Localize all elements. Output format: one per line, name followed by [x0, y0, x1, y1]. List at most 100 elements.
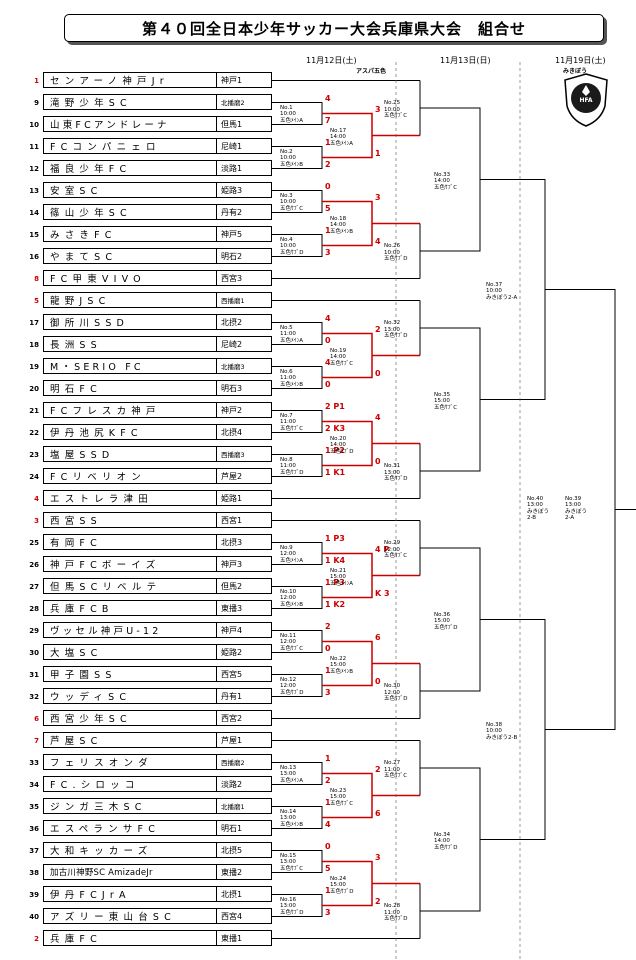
team-district: 北摂4 — [216, 425, 271, 439]
team-district: 西播磨2 — [216, 755, 271, 769]
team-name: 篠山少年SC — [50, 208, 132, 219]
team-name: M・SERIO FC — [50, 362, 144, 373]
score-label: 3 — [325, 907, 331, 917]
team-name: エスペランサFC — [50, 824, 161, 835]
team-seed: 2 — [34, 934, 39, 943]
match-r1-no: No.15 — [280, 852, 297, 859]
team-district: 東播1 — [216, 931, 271, 945]
match-sf-court: 2-A — [565, 515, 575, 521]
score-label: 6 — [375, 632, 381, 642]
team-name: 兵庫FC — [50, 934, 102, 945]
team-name: 芦屋SC — [50, 736, 103, 747]
score-label: 0 — [325, 181, 331, 191]
score-label: 1 — [325, 797, 331, 807]
team-district: 但馬2 — [216, 579, 271, 593]
team-district: 西宮1 — [216, 513, 271, 527]
match-r2-no: No.23 — [330, 787, 347, 794]
score-label: 1 P3 — [325, 577, 345, 587]
score-label: 0 — [325, 643, 331, 653]
match-r3-no: No.30 — [384, 683, 401, 689]
match-r1-no: No.9 — [280, 544, 293, 551]
match-r2-no: No.17 — [330, 127, 347, 134]
match-r4-time: 14:00 — [434, 178, 450, 184]
match-r2-venue: 五色ｻﾌﾞD — [330, 448, 354, 455]
team-name: 兵庫FCB — [50, 604, 114, 615]
team-district: 北摂5 — [216, 843, 271, 857]
match-r2-no: No.19 — [330, 347, 347, 354]
match-r1-time: 10:00 — [280, 199, 296, 205]
match-r1-no: No.3 — [280, 192, 293, 199]
match-r4-no: No.36 — [434, 611, 451, 618]
match-r5-no: No.38 — [486, 721, 503, 728]
match-r1-venue: 五色ﾒｲﾝA — [280, 557, 304, 564]
team-name: ジンガ三木SC — [50, 802, 147, 813]
match-r1-time: 12:00 — [280, 639, 296, 645]
score-label: 1 K1 — [325, 467, 346, 477]
match-r1-time: 11:00 — [280, 331, 296, 337]
match-r1-time: 10:00 — [280, 243, 296, 249]
team-name: FCフレスカ神戸 — [50, 406, 161, 417]
team-seed: 34 — [29, 780, 39, 789]
team-district: 但馬1 — [216, 117, 271, 131]
team-box: エスペランサFC 明石1 — [43, 820, 272, 836]
match-r3-venue: 五色ｻﾌﾞD — [384, 476, 408, 482]
match-r1-no: No.11 — [280, 632, 297, 639]
match-r3-time: 11:00 — [384, 909, 400, 916]
match-r3-time: 12:00 — [384, 546, 400, 553]
match-sf-time: 13:00 — [565, 502, 581, 508]
match-r1-time: 13:00 — [280, 903, 296, 909]
team-name: 塩屋SSD — [50, 450, 115, 461]
team-box: FCコンパニェロ 尼崎1 — [43, 138, 272, 154]
team-district: 明石1 — [216, 821, 271, 835]
score-label: 5 — [325, 203, 331, 213]
team-district: 北播磨2 — [216, 95, 271, 109]
score-label: 1 — [325, 885, 331, 895]
team-district: 尼崎1 — [216, 139, 271, 153]
score-label: 3 — [325, 247, 331, 257]
team-box: FC.シロッコ淡路2 — [43, 776, 272, 792]
team-seed: 8 — [34, 274, 39, 283]
match-r5-venue: みきぼう2-A — [486, 294, 518, 301]
match-r4-no: No.35 — [434, 391, 451, 398]
team-district: 丹有2 — [216, 205, 271, 219]
match-r1-venue: 五色ﾒｲﾝB — [280, 821, 304, 828]
team-district: 丹有1 — [216, 689, 271, 703]
score-label: 0 — [325, 379, 331, 389]
score-label: 4 — [325, 93, 331, 103]
score-label: 2 — [375, 764, 381, 774]
team-name: FCコンパニェロ — [50, 142, 161, 153]
team-district: 神戸3 — [216, 557, 271, 571]
match-r1-venue: 五色ｻﾌﾞC — [280, 645, 304, 652]
team-name: ヴッセル神戸U-12 — [50, 626, 162, 637]
team-district: 明石2 — [216, 249, 271, 263]
team-name: FC.シロッコ — [50, 780, 140, 791]
